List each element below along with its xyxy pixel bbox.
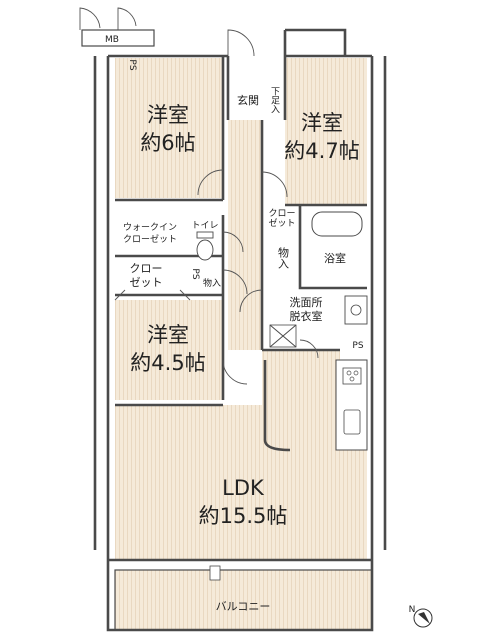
balcony-rail — [106, 560, 374, 632]
bedroom2-label: 洋室 約4.7帖 — [284, 111, 359, 163]
north-alcove-wall — [283, 28, 347, 120]
washer-pan-cross — [269, 324, 297, 348]
entrance-label: 玄関 — [237, 93, 259, 107]
west-wall — [93, 56, 110, 560]
small-closet-label-line2: ゼット — [268, 217, 295, 229]
ldk-label: LDK 約15.5帖 — [199, 476, 288, 528]
meter-box: MB — [81, 29, 155, 47]
burner — [349, 376, 355, 382]
storage-small-label: 物入 — [203, 277, 221, 289]
closet-label-line1: クロー — [130, 262, 163, 275]
bedroom1-label: 洋室 約6帖 — [140, 103, 195, 155]
bedroom3-size: 約4.5帖 — [130, 351, 205, 375]
mb-door-left — [79, 7, 101, 30]
bedroom1-floor — [115, 58, 223, 198]
bathroom-label: 浴室 — [324, 251, 346, 265]
entrance-door — [227, 29, 255, 57]
entrance-floor — [228, 58, 285, 120]
north-wall — [108, 54, 372, 120]
wic-label-line1: ウォークイン — [123, 222, 177, 233]
burner — [353, 370, 359, 376]
compass: N — [409, 605, 433, 628]
washer-pan — [269, 324, 297, 348]
mb-door-right — [117, 7, 137, 30]
balcony-label: バルコニー — [216, 600, 271, 613]
ps-mid-label: PS — [190, 268, 200, 279]
bedroom1-size: 約6帖 — [140, 131, 195, 155]
wic-label-line2: クローゼット — [123, 233, 177, 245]
east-wall — [370, 56, 387, 560]
ldk-name: LDK — [222, 476, 265, 500]
burner — [346, 370, 352, 376]
storage-label: 物入 — [277, 246, 290, 269]
bath-walls — [298, 205, 367, 290]
washroom-label-line1: 洗面所 — [290, 296, 323, 309]
bedroom1-door — [197, 169, 224, 196]
bedroom3-name: 洋室 — [147, 323, 189, 347]
bath-door — [299, 339, 319, 359]
ldk-floor — [115, 350, 367, 560]
compass-label: N — [409, 605, 416, 615]
bathtub — [311, 211, 363, 237]
bedroom3-label: 洋室 約4.5帖 — [130, 323, 205, 375]
shoe-cabinet-label: 下足入 — [269, 87, 280, 114]
cooktop — [342, 367, 362, 385]
bedroom1-name: 洋室 — [147, 103, 189, 127]
washbasin — [344, 295, 368, 325]
ps-kitchen-label: PS — [352, 341, 363, 351]
compass-arrow-icon — [418, 612, 430, 624]
kitchen-counter-wall — [263, 360, 291, 452]
ldk-size: 約15.5帖 — [199, 504, 288, 528]
closet-label-line2: ゼット — [130, 276, 163, 289]
wic-floor — [115, 212, 187, 256]
kitchen-counter — [335, 359, 368, 451]
kitchen-sink — [343, 409, 361, 435]
balcony-hatch — [209, 565, 221, 581]
bedroom3-door — [222, 359, 248, 385]
bedroom3-floor — [115, 300, 223, 400]
washroom-door — [239, 289, 263, 313]
storage-door — [222, 269, 248, 295]
washbasin-bowl — [350, 304, 362, 316]
toilet-tank — [196, 231, 214, 239]
toilet-label: トイレ — [191, 221, 218, 231]
ps-top-label: PS — [127, 59, 137, 70]
small-closet-label-line1: クロー — [268, 208, 295, 219]
bedroom2-name: 洋室 — [301, 111, 343, 135]
washroom-label-line2: 脱衣室 — [290, 309, 323, 323]
bedroom2-door — [261, 171, 288, 198]
mb-label: MB — [105, 35, 119, 45]
bedroom2-size: 約4.7帖 — [284, 139, 359, 163]
bedroom2-floor — [285, 58, 367, 206]
toilet-door — [222, 231, 244, 253]
closet-bifold-door — [114, 289, 191, 301]
toilet-bowl — [196, 239, 214, 261]
